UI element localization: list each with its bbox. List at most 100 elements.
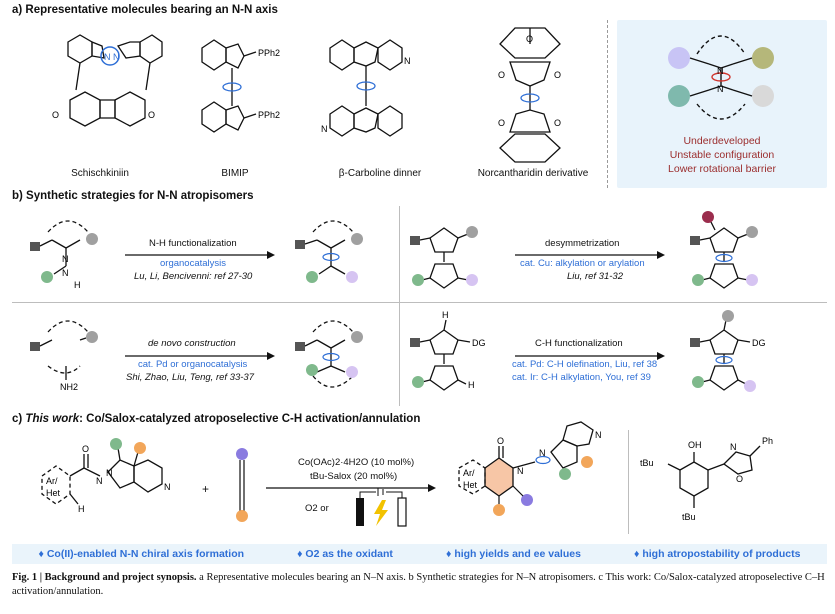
svg-text:DG: DG	[472, 338, 486, 348]
molecule-label-beta-carboline: β-Carboline dinner	[338, 168, 422, 179]
svg-text:O: O	[498, 70, 505, 80]
svg-text:O: O	[526, 34, 533, 44]
beta-carboline-dinner-structure: N N	[321, 39, 411, 137]
electrochemistry-icon	[356, 488, 407, 527]
molecule-label-norcantharidin: Norcantharidin derivative	[477, 168, 589, 179]
svg-text:O: O	[82, 444, 89, 454]
ch-product-structure: DG	[690, 310, 766, 392]
bimip-pph2-bottom: PPh2	[258, 110, 280, 120]
ligand-condition: tBu-Salox (20 mol%)	[310, 471, 398, 482]
svg-text:O: O	[497, 436, 504, 446]
svg-text:O: O	[148, 110, 155, 120]
svg-text:H: H	[442, 310, 449, 320]
denovo-ref: Shi, Zhao, Liu, Teng, ref 33-37	[126, 372, 254, 383]
denovo-arrow	[125, 352, 275, 360]
figure-caption: Fig. 1 | Background and project synopsis…	[12, 572, 825, 597]
svg-text:O: O	[498, 118, 505, 128]
alkyne-structure	[236, 448, 248, 522]
section-c-title: c) This work: Co/Salox-catalyzed atropos…	[12, 413, 421, 425]
svg-text:tBu: tBu	[640, 458, 654, 468]
molecule-label-schischkiniin: Schischkiniin	[71, 168, 129, 179]
section-a-divider	[607, 20, 608, 188]
molecule-label-bimip: BIMIP	[221, 168, 249, 179]
svg-text:N: N	[539, 448, 546, 458]
svg-text:NH2: NH2	[60, 382, 78, 392]
section-b-vertical-divider	[399, 206, 400, 406]
bimip-pph2-top: PPh2	[258, 48, 280, 58]
ch-substrate-structure: H DG H	[410, 310, 486, 391]
ch-func-arrow	[515, 352, 665, 360]
rotation-arrow-icon	[222, 82, 242, 92]
desymm-ref: Liu, ref 31-32	[567, 271, 623, 282]
nh-func-arrow	[125, 251, 275, 259]
nh-func-ref: Lu, Li, Bencivenni: ref 27-30	[134, 271, 253, 282]
svg-text:N: N	[730, 442, 737, 452]
svg-text:Het: Het	[46, 488, 61, 498]
svg-text:N: N	[62, 254, 69, 264]
svg-text:N: N	[517, 466, 524, 476]
svg-text:N: N	[96, 476, 103, 486]
svg-text:Het: Het	[463, 480, 478, 490]
svg-text:H: H	[74, 280, 81, 290]
desymm-label: desymmetrization	[545, 238, 620, 249]
ch-func-pd: cat. Pd: C-H olefination, Liu, ref 38	[512, 359, 658, 370]
nh-product-structure	[295, 220, 363, 283]
n-n-axis-info-box: N N Underdeveloped Unstable configuratio…	[617, 20, 827, 188]
feature-item-3: ♦ high yields and ee values	[446, 548, 581, 560]
desymm-catalyst: cat. Cu: alkylation or arylation	[520, 258, 645, 269]
bimip-structure: PPh2 PPh2	[201, 39, 280, 133]
n-n-axis-highlight	[100, 46, 120, 66]
section-a-title: a) Representative molecules bearing an N…	[12, 4, 278, 16]
svg-text:OH: OH	[688, 440, 702, 450]
svg-text:N N: N N	[104, 52, 120, 62]
product-structure: O N N N Ar/ Het	[458, 421, 602, 516]
feature-item-2: ♦ O2 as the oxidant	[297, 548, 393, 560]
desymm-arrow	[515, 251, 665, 259]
info-line-barrier: Lower rotational barrier	[668, 163, 776, 175]
svg-text:N: N	[106, 468, 113, 478]
nh-func-catalyst: organocatalysis	[160, 258, 227, 269]
n-n-axis-schematic: N N	[668, 35, 774, 120]
svg-text:H: H	[78, 504, 85, 514]
svg-text:N: N	[595, 430, 602, 440]
denovo-substrate-structure: NH2	[30, 320, 98, 392]
section-b-horizontal-divider	[12, 302, 827, 303]
catalyst-condition: Co(OAc)2·4H2O (10 mol%)	[298, 457, 415, 468]
svg-text:N: N	[321, 124, 328, 134]
ch-func-ir: cat. Ir: C-H alkylation, You, ref 39	[512, 372, 651, 383]
ch-func-label: C-H functionalization	[535, 338, 623, 349]
denovo-catalyst: cat. Pd or organocatalysis	[138, 359, 248, 370]
denovo-label: de novo construction	[148, 338, 236, 349]
info-line-unstable: Unstable configuration	[669, 149, 775, 161]
svg-text:H: H	[468, 380, 475, 390]
amide-substrate-structure: O N N N H Ar/ Het	[41, 438, 171, 514]
feature-item-4: ♦ high atropostability of products	[634, 548, 801, 560]
svg-text:O: O	[554, 70, 561, 80]
svg-text:O: O	[736, 474, 743, 484]
svg-text:tBu: tBu	[682, 512, 696, 522]
plus-sign: +	[202, 482, 210, 496]
denovo-product-structure	[295, 320, 363, 388]
salox-ligand-structure: OH tBu tBu N O Ph	[640, 436, 773, 522]
svg-text:DG: DG	[752, 338, 766, 348]
svg-text:Ar/: Ar/	[463, 468, 475, 478]
desymm-product-structure	[690, 211, 758, 289]
svg-text:Ph: Ph	[762, 436, 773, 446]
main-reaction-arrow	[266, 484, 436, 492]
feature-item-1: ♦ Co(II)-enabled N-N chiral axis formati…	[38, 548, 245, 560]
nh-substrate-structure: N N H	[30, 220, 98, 290]
svg-text:N: N	[404, 56, 411, 66]
svg-text:N: N	[717, 84, 724, 94]
schischkiniin-structure: N N O O	[52, 34, 163, 127]
svg-text:O: O	[554, 118, 561, 128]
info-line-underdeveloped: Underdeveloped	[683, 135, 761, 147]
desymm-substrate-structure	[410, 226, 478, 289]
svg-text:Ar/: Ar/	[46, 476, 58, 486]
nh-func-label: N-H functionalization	[149, 238, 237, 249]
norcantharidin-structure: O O O O O	[498, 27, 561, 163]
features-bar: ♦ Co(II)-enabled N-N chiral axis formati…	[12, 544, 827, 564]
section-b-title: b) Synthetic strategies for N-N atropiso…	[12, 190, 254, 202]
section-c-divider	[628, 430, 629, 534]
svg-text:N: N	[717, 66, 724, 76]
svg-text:N: N	[164, 482, 171, 492]
